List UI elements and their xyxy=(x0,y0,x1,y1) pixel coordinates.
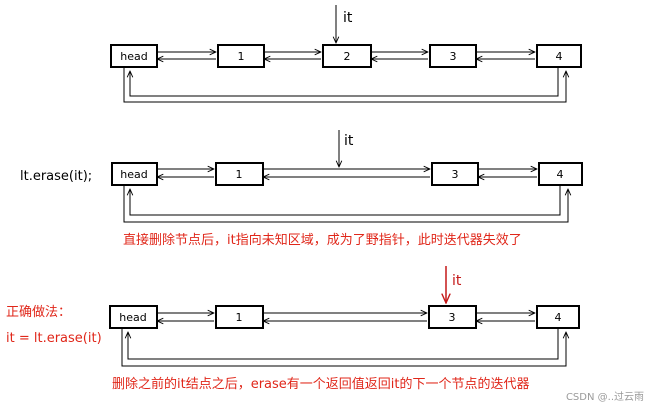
circular-links xyxy=(121,328,566,367)
node-4-label: 4 xyxy=(557,168,564,181)
node-3-label: 3 xyxy=(450,50,457,63)
watermark: CSDN @..过云雨 xyxy=(566,390,644,403)
iterator-label: it xyxy=(452,273,462,289)
node-1 xyxy=(215,305,264,329)
node-3 xyxy=(428,305,477,329)
node-head-label: head xyxy=(119,311,146,324)
erase-return-caption: 删除之前的it结点之后，erase有一个返回值返回it的下一个节点的迭代器 xyxy=(112,376,530,392)
node-links xyxy=(157,169,537,177)
node-1 xyxy=(215,162,264,186)
node-3-label: 3 xyxy=(449,311,456,324)
node-4-label: 4 xyxy=(556,50,563,63)
diagram-before-erase: it head 1 2 3 4 xyxy=(110,5,582,103)
node-4-label: 4 xyxy=(555,311,562,324)
node-1-label: 1 xyxy=(236,168,243,181)
node-4 xyxy=(536,44,582,68)
diagram-erase-invalid: lt.erase(it); it head 1 3 4 直接删除节点后，it指向… xyxy=(20,130,583,248)
code-correct-erase: it = lt.erase(it) xyxy=(6,331,102,346)
circular-links xyxy=(123,185,568,223)
correct-method-heading: 正确做法： xyxy=(6,305,71,320)
node-2-label: 2 xyxy=(344,50,351,63)
iterator-label: it xyxy=(344,133,354,149)
iterator-label: it xyxy=(343,10,353,26)
node-links xyxy=(157,313,535,321)
node-3-label: 3 xyxy=(452,168,459,181)
diagram-erase-correct: 正确做法： it = lt.erase(it) it head 1 3 4 删除… xyxy=(6,266,580,392)
invalid-iterator-caption: 直接删除节点后，it指向未知区域，成为了野指针，此时迭代器失效了 xyxy=(123,232,522,248)
node-head-label: head xyxy=(120,50,147,63)
node-head xyxy=(109,305,158,329)
circular-links xyxy=(123,67,566,103)
node-3 xyxy=(431,162,479,186)
node-1-label: 1 xyxy=(238,50,245,63)
node-head xyxy=(111,162,158,186)
node-2 xyxy=(322,44,372,68)
node-3 xyxy=(429,44,477,68)
node-head-label: head xyxy=(120,168,147,181)
node-1 xyxy=(217,44,265,68)
node-head xyxy=(110,44,158,68)
node-links xyxy=(157,52,535,59)
code-erase: lt.erase(it); xyxy=(20,169,92,184)
node-1-label: 1 xyxy=(236,311,243,324)
